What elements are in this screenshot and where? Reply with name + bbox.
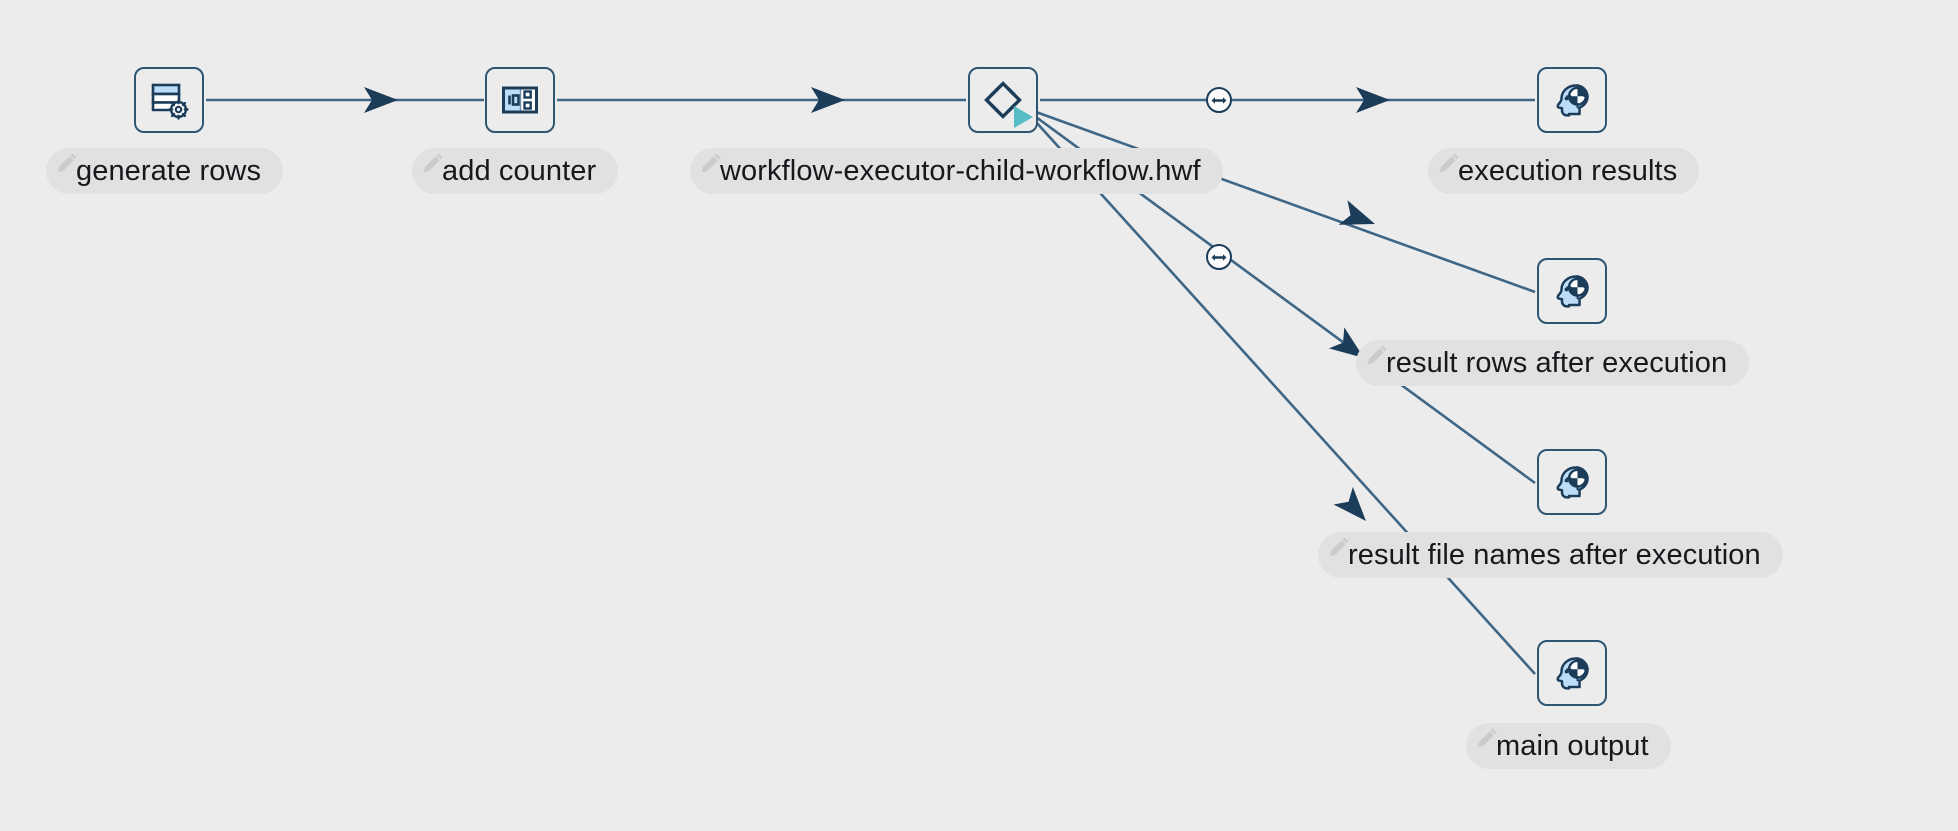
workflow-node-workflow-executor-child-workflow[interactable] [968,67,1038,133]
pencil-edit-icon [1367,345,1387,365]
node-label-text: result file names after execution [1348,538,1761,571]
pencil-edit-icon [1477,728,1497,748]
pencil-edit-icon [423,153,443,173]
double-arrow-horizontal-icon [1211,96,1227,104]
workflow-node-generate-rows[interactable] [134,67,204,133]
brain-head-icon [1556,84,1589,117]
node-label-workflow-executor-child-workflow[interactable]: workflow-executor-child-workflow.hwf [690,148,1223,194]
node-label-execution-results[interactable]: execution results [1428,148,1700,194]
node-label-text: workflow-executor-child-workflow.hwf [720,154,1201,187]
copy-distribute-marker[interactable] [1206,87,1232,113]
pencil-edit-icon [57,153,77,173]
hop-add-counter-to-workflow-executor-arrowhead [811,87,845,113]
workflow-node-main-output[interactable] [1537,640,1607,706]
hop-workflow-executor-to-result-rows-arrowhead [1338,200,1380,237]
double-arrow-horizontal-icon [1211,253,1227,261]
node-label-text: generate rows [76,154,262,187]
copy-distribute-marker[interactable] [1206,244,1232,270]
hop-workflow-executor-to-main-output-arrowhead [1333,487,1376,530]
workflow-executor-icon [984,81,1022,119]
hop-generate-rows-to-add-counter-arrowhead [364,87,398,113]
node-label-main-output[interactable]: main output [1466,723,1671,769]
workflow-node-add-counter[interactable] [485,67,555,133]
node-label-add-counter[interactable]: add counter [412,148,619,194]
hop-workflow-executor-to-result-rows[interactable] [1035,110,1536,294]
node-label-text: result rows after execution [1386,346,1728,379]
table-gear-icon [151,83,189,120]
node-label-text: execution results [1458,154,1678,187]
pencil-edit-icon [1439,153,1459,173]
workflow-node-execution-results[interactable] [1537,67,1607,133]
brain-head-icon [1556,466,1589,499]
node-label-generate-rows[interactable]: generate rows [46,148,284,194]
sequence-box-icon [502,86,538,114]
pencil-edit-icon [1329,537,1349,557]
node-label-text: add counter [442,154,597,187]
hop-workflow-executor-to-execution-results-arrowhead [1356,87,1390,113]
pencil-edit-icon [701,153,721,173]
hop-workflow-executor-to-main-output[interactable] [1035,121,1536,675]
brain-head-icon [1556,657,1589,690]
node-label-result-file-names-after-execution[interactable]: result file names after execution [1318,532,1783,578]
workflow-node-result-rows-after-execution[interactable] [1537,258,1607,324]
run-play-icon[interactable] [1014,106,1033,128]
brain-head-icon [1556,275,1589,308]
workflow-node-result-file-names-after-execution[interactable] [1537,449,1607,515]
node-label-result-rows-after-execution[interactable]: result rows after execution [1356,340,1750,386]
node-label-text: main output [1496,729,1649,762]
